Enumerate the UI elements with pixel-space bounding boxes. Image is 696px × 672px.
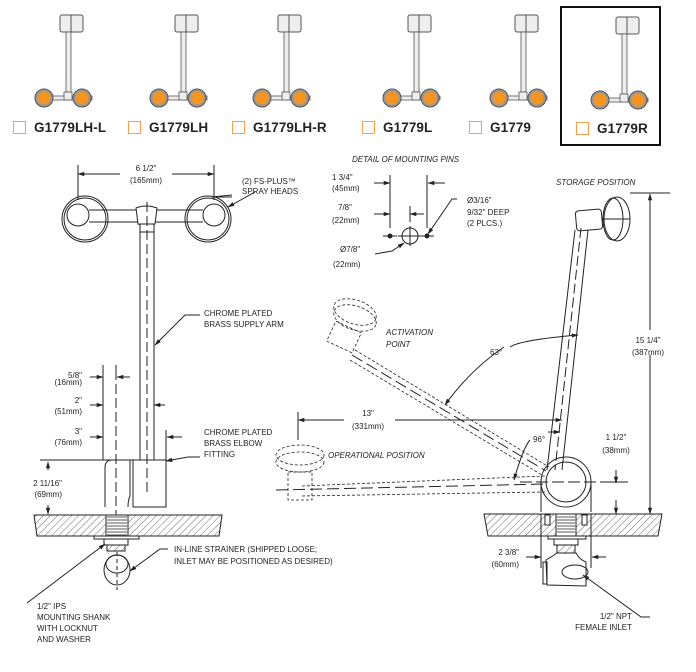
dim-7-8-imperial: 7/8"	[338, 203, 352, 212]
dia-7-8-imperial: Ø7/8"	[340, 245, 360, 254]
mounting-pins-detail	[374, 175, 457, 255]
mounting-pins-title: DETAIL OF MOUNTING PINS	[352, 155, 460, 164]
dim-1-3-4-imperial: 1 3/4"	[332, 173, 353, 182]
activation-label-1: ACTIVATION	[385, 328, 433, 337]
model-option-g1779l: G1779L	[348, 0, 458, 148]
dim-2-metric: (51mm)	[54, 407, 82, 416]
dim-15-1-4-imperial: 15 1/4"	[635, 336, 660, 345]
spray-heads-label-2: SPRAY HEADS	[242, 187, 298, 196]
shank-label-1: 1/2" IPS	[37, 602, 66, 611]
model-checkbox-row[interactable]: G1779	[469, 118, 531, 136]
dim-1-3-4-metric: (45mm)	[332, 184, 360, 193]
supply-arm-label-2: BRASS SUPPLY ARM	[204, 320, 284, 329]
dim-6-1-2-metric: (165mm)	[130, 176, 162, 185]
model-label: G1779R	[597, 120, 648, 136]
dim-1-1-2-imperial: 1 1/2"	[606, 433, 627, 442]
shank-label-3: WITH LOCKNUT	[37, 624, 98, 633]
hole-spec-1: Ø3/16"	[467, 196, 492, 205]
hole-spec-3: (2 PLCS.)	[467, 219, 502, 228]
supply-arm-label-1: CHROME PLATED	[204, 309, 273, 318]
model-checkbox-row[interactable]: G1779LH-R	[232, 118, 327, 136]
model-checkbox[interactable]	[576, 121, 589, 135]
shank-label-4: AND WASHER	[37, 635, 91, 644]
strainer-label-1: IN-LINE STRAINER (SHIPPED LOOSE;	[174, 545, 317, 554]
model-option-g1779: G1779	[455, 0, 565, 148]
dim-2-3-8-metric: (60mm)	[491, 560, 519, 569]
model-option-g1779r: G1779R	[560, 6, 661, 146]
dim-5-8-imperial: 5/8"	[68, 371, 82, 380]
activation-label-2: POINT	[386, 340, 412, 349]
inlet-label-1: 1/2" NPT	[600, 612, 632, 621]
dim-3-imperial: 3"	[75, 427, 82, 436]
dim-2-11-16-metric: (69mm)	[34, 490, 62, 499]
dim-2-imperial: 2"	[75, 396, 82, 405]
storage-position-label: STORAGE POSITION	[556, 178, 636, 187]
dim-15-1-4-metric: (387mm)	[632, 348, 664, 357]
model-checkbox[interactable]	[232, 120, 245, 134]
front-view	[26, 165, 256, 604]
side-view	[275, 192, 670, 618]
shank-label-2: MOUNTING SHANK	[37, 613, 111, 622]
operational-position-label: OPERATIONAL POSITION	[328, 451, 425, 460]
model-checkbox-row[interactable]: G1779LH-L	[13, 118, 106, 136]
model-option-g1779lh: G1779LH	[115, 0, 225, 148]
model-checkbox[interactable]	[13, 120, 26, 134]
dim-5-8-metric: (16mm)	[54, 378, 82, 387]
elbow-label-3: FITTING	[204, 450, 235, 459]
model-option-g1779lh-r: G1779LH-R	[218, 0, 328, 148]
dim-2-11-16-imperial: 2 11/16"	[33, 479, 62, 488]
drawing-labels: 6 1/2" (165mm) (2) FS-PLUS™ SPRAY HEADS …	[33, 155, 664, 644]
dim-7-8-metric: (22mm)	[332, 216, 360, 225]
model-label: G1779LH-R	[253, 119, 327, 135]
dim-1-1-2-metric: (38mm)	[602, 446, 630, 455]
dim-13-imperial: 13"	[362, 409, 374, 418]
model-checkbox-row[interactable]: G1779LH	[128, 118, 208, 136]
inlet-label-2: FEMALE INLET	[575, 623, 632, 632]
angle-63: 63°	[490, 348, 502, 357]
model-label: G1779LH-L	[34, 119, 107, 135]
elbow-label-1: CHROME PLATED	[204, 428, 273, 437]
model-checkbox-row[interactable]: G1779R	[576, 119, 648, 137]
model-label: G1779LH	[149, 119, 209, 135]
model-option-g1779lh-l: G1779LH-L	[0, 0, 110, 148]
model-label: G1779	[490, 119, 532, 135]
model-checkbox[interactable]	[128, 120, 141, 134]
spray-heads-label-1: (2) FS-PLUS™	[242, 177, 296, 186]
model-checkbox-row[interactable]: G1779L	[362, 118, 432, 136]
dim-13-metric: (331mm)	[352, 422, 384, 431]
hole-spec-2: 9/32" DEEP	[467, 208, 509, 217]
dim-3-metric: (76mm)	[54, 438, 82, 447]
elbow-label-2: BRASS ELBOW	[204, 439, 263, 448]
dia-7-8-metric: (22mm)	[333, 260, 361, 269]
model-label: G1779L	[383, 119, 433, 135]
dim-6-1-2-imperial: 6 1/2"	[136, 164, 157, 173]
model-checkbox[interactable]	[362, 120, 375, 134]
angle-96: 96°	[533, 435, 545, 444]
dim-2-3-8-imperial: 2 3/8"	[498, 548, 519, 557]
strainer-label-2: INLET MAY BE POSITIONED AS DESIRED)	[174, 557, 333, 566]
model-checkbox[interactable]	[469, 120, 482, 134]
